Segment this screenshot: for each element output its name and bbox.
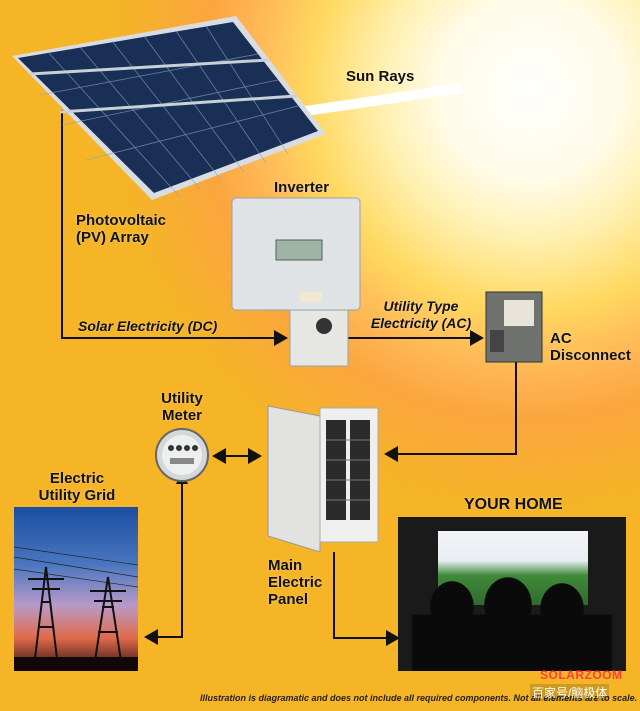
ac-disconnect-label-line1: AC [550, 330, 572, 347]
utility-ac-label: Utility Type Electricity (AC) [362, 298, 480, 332]
watermark-brand: SOLARZOOM [540, 668, 623, 682]
meter-grid-wire [144, 478, 183, 645]
watermark-source: 百家号/脑极体 [530, 684, 610, 701]
utility-grid-photo [14, 507, 138, 671]
pv-array-label-line1: Photovoltaic [76, 212, 167, 229]
pv-array-label-line2: (PV) Array [76, 229, 149, 246]
electric-grid-label-line1: Electric [49, 470, 105, 487]
utility-ac-label-line2: Electricity (AC) [370, 315, 472, 331]
ac-disconnect-label-line2: Disconnect [550, 347, 631, 364]
your-home-label: YOUR HOME [464, 496, 563, 513]
utility-ac-label-line1: Utility Type [383, 298, 459, 314]
viewers-silhouette [412, 577, 612, 671]
main-panel-label-line3: Panel [268, 591, 309, 608]
inverter-label: Inverter [274, 179, 330, 196]
ac-disconnect-label: AC Disconnect [550, 330, 631, 364]
utility-meter-label: Utility Meter [150, 390, 214, 424]
footnote: Illustration is diagramatic and does not… [200, 693, 638, 703]
transmission-tower-icon [14, 546, 138, 671]
panel-home-wire [333, 552, 400, 646]
utility-meter-graphic [155, 428, 209, 482]
home-tv-photo [398, 517, 626, 671]
electric-grid-label: Electric Utility Grid [22, 470, 132, 504]
utility-meter-label-line1: Utility [161, 390, 203, 407]
sun-rays-label: Sun Rays [346, 68, 415, 85]
inverter-graphic [231, 197, 361, 367]
main-panel-label: Main Electric Panel [268, 557, 322, 608]
disconnect-to-panel-wire [384, 362, 517, 462]
electric-grid-label-line2: Utility Grid [38, 487, 116, 504]
main-panel-graphic [267, 405, 379, 553]
ac-disconnect-graphic [485, 291, 543, 363]
utility-meter-label-line2: Meter [161, 407, 202, 424]
pv-array-graphic [12, 16, 326, 200]
dc-wire [61, 110, 288, 346]
main-panel-label-line2: Electric [268, 574, 323, 591]
pv-array-label: Photovoltaic (PV) Array [76, 212, 166, 246]
solar-dc-label: Solar Electricity (DC) [78, 318, 218, 334]
main-panel-label-line1: Main [268, 557, 303, 574]
